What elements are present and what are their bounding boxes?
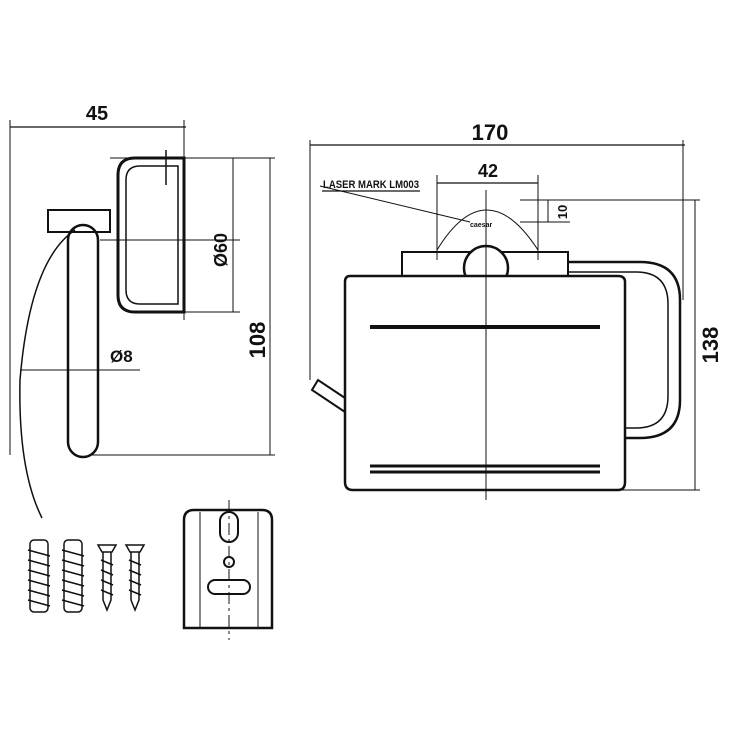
dim-170: 170 — [472, 120, 509, 145]
dim-108: 108 — [245, 322, 270, 359]
screw-2 — [124, 544, 146, 613]
dim-45: 45 — [86, 103, 108, 125]
side-view — [9, 120, 275, 519]
dim-diameter-8: Ø8 — [110, 347, 133, 366]
dim-diameter-60: Ø60 — [211, 233, 231, 267]
wall-anchor-1 — [27, 539, 51, 613]
dim-138: 138 — [698, 327, 723, 364]
mounting-hardware — [27, 539, 146, 613]
mounting-bracket — [182, 500, 274, 640]
dim-42: 42 — [478, 161, 498, 181]
logo-mark: caesar — [470, 222, 492, 229]
dim-10: 10 — [555, 205, 570, 219]
screw-1 — [96, 544, 118, 613]
wall-anchor-2 — [61, 539, 85, 613]
front-view — [309, 140, 700, 500]
laser-mark-label: LASER MARK LM003 — [323, 179, 419, 191]
